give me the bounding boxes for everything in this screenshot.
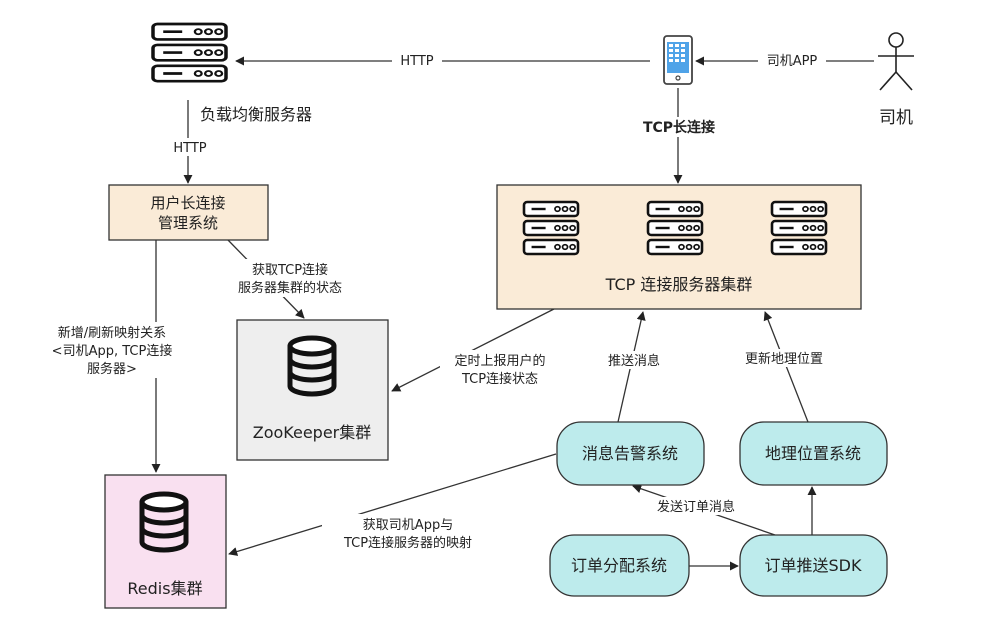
msg-alert-label: 消息告警系统 bbox=[582, 444, 678, 463]
zookeeper-node[interactable]: ZooKeeper集群 bbox=[236, 319, 389, 461]
order-dispatch-label: 订单分配系统 bbox=[571, 556, 667, 575]
edge-label-mgmt-to-redis-2: <司机App, TCP连接 bbox=[52, 343, 173, 359]
user-conn-mgmt-label-2: 管理系统 bbox=[158, 214, 218, 232]
phone-node[interactable] bbox=[663, 35, 693, 85]
server-icon bbox=[772, 202, 826, 254]
edge-label-tcp-to-zk-2: TCP连接状态 bbox=[461, 371, 538, 387]
edge-label-lb-to-mgmt: HTTP bbox=[173, 141, 206, 156]
tcp-cluster-node[interactable]: TCP 连接服务器集群 bbox=[496, 184, 862, 310]
geo-system-label: 地理位置系统 bbox=[765, 444, 861, 463]
redis-node[interactable]: Redis集群 bbox=[104, 474, 227, 609]
load-balancer-label: 负载均衡服务器 bbox=[200, 105, 312, 124]
edge-label-sdk-to-msg: 发送订单消息 bbox=[657, 499, 735, 515]
order-push-sdk-node[interactable]: 订单推送SDK bbox=[739, 534, 888, 597]
edge-label-mgmt-to-zk-1: 获取TCP连接 bbox=[252, 262, 328, 278]
edge-label-geo-to-tcp: 更新地理位置 bbox=[745, 351, 823, 367]
msg-alert-node[interactable]: 消息告警系统 bbox=[556, 421, 705, 486]
load-balancer-node[interactable]: 负载均衡服务器 bbox=[153, 24, 312, 124]
tcp-cluster-label: TCP 连接服务器集群 bbox=[605, 275, 753, 294]
edge-label-msg-to-redis-2: TCP连接服务器的映射 bbox=[343, 535, 472, 551]
user-conn-mgmt-label-1: 用户长连接 bbox=[150, 194, 225, 212]
redis-label: Redis集群 bbox=[127, 579, 202, 598]
driver-node[interactable]: 司机 bbox=[878, 32, 914, 128]
stick-figure-icon bbox=[878, 32, 914, 91]
edge-label-mgmt-to-redis-1: 新增/刷新映射关系 bbox=[58, 325, 166, 341]
edge-labels: HTTP 司机APP HTTP TCP长连接 获取TCP连接 服务器集群的状态 … bbox=[34, 51, 834, 552]
server-icon bbox=[153, 24, 226, 81]
driver-label: 司机 bbox=[879, 108, 913, 128]
server-icon bbox=[524, 202, 578, 254]
zookeeper-label: ZooKeeper集群 bbox=[253, 423, 372, 442]
edge-label-phone-to-tcp: TCP长连接 bbox=[643, 119, 715, 136]
edge-label-mgmt-to-zk-2: 服务器集群的状态 bbox=[238, 280, 342, 296]
server-icon bbox=[648, 202, 702, 254]
geo-system-node[interactable]: 地理位置系统 bbox=[739, 421, 888, 486]
edge-label-mgmt-to-redis-3: 服务器> bbox=[87, 361, 137, 377]
smartphone-icon bbox=[663, 35, 693, 85]
edge-label-msg-to-tcp: 推送消息 bbox=[608, 353, 660, 369]
edge-label-driver-to-phone: 司机APP bbox=[767, 54, 818, 69]
edge-label-tcp-to-zk-1: 定时上报用户的 bbox=[454, 353, 545, 369]
user-conn-mgmt-node[interactable]: 用户长连接 管理系统 bbox=[108, 184, 269, 241]
edge-label-phone-to-lb: HTTP bbox=[400, 54, 433, 69]
edges bbox=[151, 56, 874, 571]
edge-label-msg-to-redis-1: 获取司机App与 bbox=[363, 518, 453, 533]
order-push-sdk-label: 订单推送SDK bbox=[765, 556, 862, 575]
edge-msg-to-redis bbox=[228, 453, 557, 556]
order-dispatch-node[interactable]: 订单分配系统 bbox=[549, 534, 690, 597]
